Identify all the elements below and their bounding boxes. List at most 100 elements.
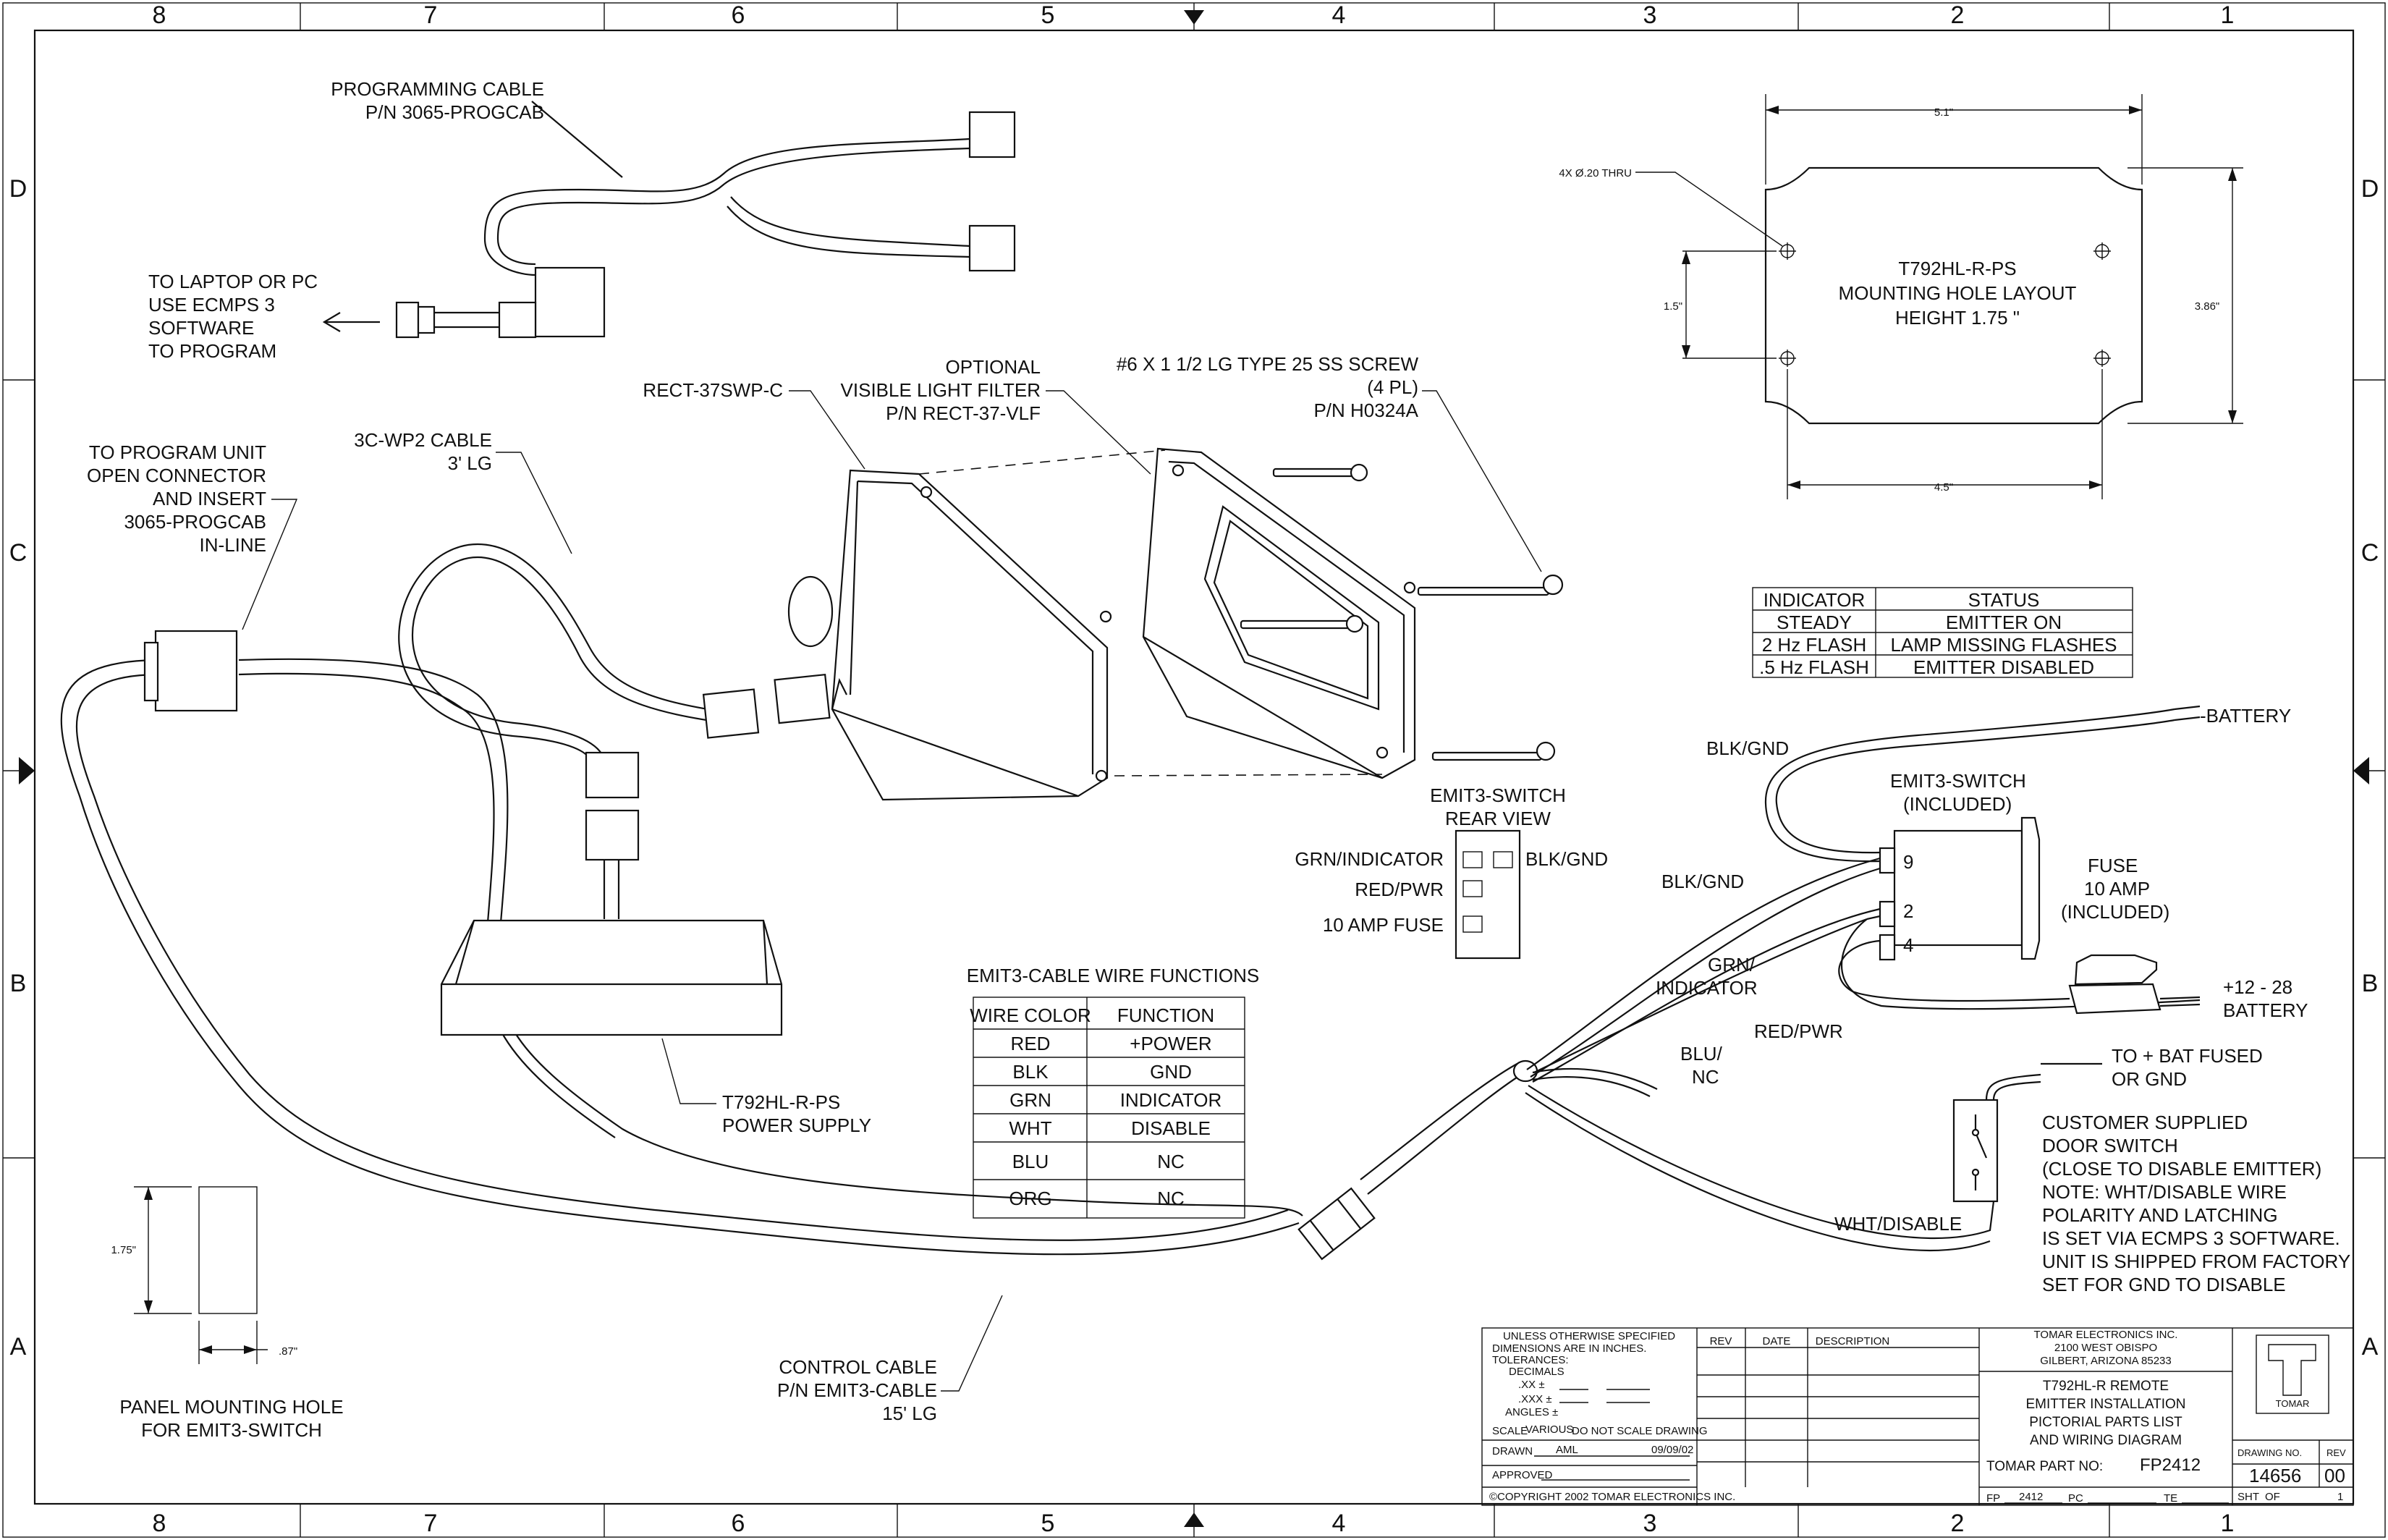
svg-text:TO PROGRAM: TO PROGRAM (148, 340, 276, 362)
svg-text:DIMENSIONS ARE IN INCHES.: DIMENSIONS ARE IN INCHES. (1492, 1342, 1646, 1355)
svg-text:RED/PWR: RED/PWR (1754, 1020, 1843, 1042)
svg-text:UNLESS OTHERWISE SPECIFIED: UNLESS OTHERWISE SPECIFIED (1503, 1330, 1675, 1342)
row-labels: D C B A D C B A (9, 175, 2379, 1361)
zone-label: A (10, 1333, 27, 1361)
power-supply-label: T792HL-R-PS POWER SUPPLY (722, 1091, 871, 1136)
title-block-part: TOMAR PART NO: FP2412 TOMAR DRAWING NO. … (1986, 1398, 2346, 1505)
svg-text:AND WIRING DIAGRAM: AND WIRING DIAGRAM (2030, 1433, 2182, 1448)
svg-text:VARIOUS: VARIOUS (1525, 1423, 1573, 1436)
table-header: WIRE COLOR (970, 1004, 1091, 1026)
svg-text:T792HL-R REMOTE: T792HL-R REMOTE (2043, 1379, 2169, 1394)
svg-text:GILBERT, ARIZONA 85233: GILBERT, ARIZONA 85233 (2040, 1355, 2171, 1367)
svg-text:OPTIONAL: OPTIONAL (946, 356, 1041, 378)
svg-text:5.1": 5.1" (1934, 106, 1953, 119)
svg-text:#6 X 1 1/2 LG TYPE 25 SS SCREW: #6 X 1 1/2 LG TYPE 25 SS SCREW (1117, 353, 1419, 375)
programming-cable-label: PROGRAMMING CABLE P/N 3065-PROGCAB (331, 78, 544, 123)
svg-text:1: 1 (2337, 1491, 2343, 1503)
svg-text:BATTERY: BATTERY (2223, 999, 2308, 1021)
table-header: STATUS (1968, 589, 2040, 611)
mounting-title: T792HL-R-PS MOUNTING HOLE LAYOUT HEIGHT … (1839, 258, 2077, 329)
table-cell: BLU (1012, 1151, 1049, 1172)
svg-text:P/N EMIT3-CABLE: P/N EMIT3-CABLE (777, 1379, 937, 1401)
svg-text:3C-WP2 CABLE: 3C-WP2 CABLE (354, 429, 492, 451)
svg-text:2: 2 (1903, 900, 1913, 922)
svg-text:4: 4 (1903, 934, 1913, 956)
svg-text:09/09/02: 09/09/02 (1651, 1444, 1693, 1456)
svg-text:OR GND: OR GND (2112, 1068, 2187, 1090)
wire-functions-table (973, 997, 1245, 1219)
svg-text:GRN/INDICATOR: GRN/INDICATOR (1295, 848, 1444, 870)
table-cell: BLK (1012, 1061, 1049, 1083)
svg-text:SOFTWARE: SOFTWARE (148, 317, 254, 339)
zone-label: B (10, 970, 27, 997)
svg-text:AND INSERT: AND INSERT (153, 488, 266, 509)
table-title: EMIT3-CABLE WIRE FUNCTIONS (967, 965, 1259, 986)
table-cell: GRN (1009, 1089, 1051, 1111)
table-cell: NC (1157, 1151, 1185, 1172)
svg-text:CUSTOMER SUPPLIED: CUSTOMER SUPPLIED (2042, 1112, 2248, 1133)
wp2-cable (398, 543, 831, 919)
table-cell: +POWER (1130, 1033, 1211, 1054)
svg-text:CONTROL CABLE: CONTROL CABLE (779, 1356, 937, 1378)
svg-text:INDICATOR: INDICATOR (1656, 977, 1758, 999)
zone-label: B (2362, 970, 2379, 997)
svg-text:SET FOR GND TO DISABLE: SET FOR GND TO DISABLE (2042, 1274, 2286, 1295)
svg-text:APPROVED: APPROVED (1492, 1469, 1553, 1481)
svg-text:FP2412: FP2412 (2140, 1455, 2201, 1475)
table-cell: RED (1011, 1033, 1051, 1054)
svg-text:TE: TE (2164, 1492, 2177, 1505)
svg-text:T792HL-R-PS: T792HL-R-PS (1898, 258, 2016, 279)
power-supply (440, 919, 783, 1036)
zone-label: 1 (2221, 1510, 2235, 1537)
svg-text:DRAWN: DRAWN (1492, 1445, 1533, 1458)
svg-text:VISIBLE LIGHT FILTER: VISIBLE LIGHT FILTER (841, 379, 1041, 401)
title-block-tolerance: UNLESS OTHERWISE SPECIFIED DIMENSIONS AR… (1489, 1330, 1735, 1503)
panel-dims: 1.75" .87" (111, 1244, 297, 1358)
svg-text:FP: FP (1986, 1492, 2000, 1505)
program-unit-note: TO PROGRAM UNIT OPEN CONNECTOR AND INSER… (87, 441, 266, 556)
svg-text:PROGRAMMING CABLE: PROGRAMMING CABLE (331, 78, 544, 100)
svg-text:10 AMP: 10 AMP (2084, 878, 2150, 900)
svg-text:-BATTERY: -BATTERY (2200, 705, 2291, 727)
svg-text:3065-PROGCAB: 3065-PROGCAB (124, 511, 266, 533)
programming-cable (322, 101, 1016, 339)
switch-rear-title: EMIT3-SWITCH REAR VIEW (1430, 784, 1566, 829)
zone-label: 6 (732, 1510, 745, 1537)
svg-text:UNIT IS SHIPPED FROM FACTORY: UNIT IS SHIPPED FROM FACTORY (2042, 1251, 2350, 1272)
svg-text:(INCLUDED): (INCLUDED) (2061, 901, 2169, 923)
svg-text:TO LAPTOP OR PC: TO LAPTOP OR PC (148, 271, 318, 292)
svg-text:USE ECMPS 3: USE ECMPS 3 (148, 294, 275, 316)
svg-text:TOMAR ELECTRONICS INC.: TOMAR ELECTRONICS INC. (2034, 1329, 2178, 1341)
svg-text:00: 00 (2324, 1465, 2345, 1486)
wire-functions-text: EMIT3-CABLE WIRE FUNCTIONS WIRE COLOR FU… (967, 965, 1259, 1209)
svg-text:EMIT3-SWITCH: EMIT3-SWITCH (1430, 784, 1566, 806)
svg-text:+12 - 28: +12 - 28 (2223, 976, 2292, 998)
zone-label: 1 (2221, 1, 2235, 29)
svg-text:PANEL MOUNTING HOLE: PANEL MOUNTING HOLE (119, 1396, 343, 1418)
zone-label: 7 (424, 1, 438, 29)
customer-switch-note: CUSTOMER SUPPLIED DOOR SWITCH (CLOSE TO … (2042, 1112, 2350, 1295)
switch-rear-view (1455, 829, 1521, 960)
table-header: FUNCTION (1117, 1004, 1214, 1026)
control-cable (60, 630, 1538, 1261)
zone-label: 8 (153, 1, 166, 29)
laptop-note: TO LAPTOP OR PC USE ECMPS 3 SOFTWARE TO … (148, 271, 318, 362)
zone-label: 8 (153, 1510, 166, 1537)
svg-text:AML: AML (1556, 1444, 1578, 1456)
panel-hole-label: PANEL MOUNTING HOLE FOR EMIT3-SWITCH (119, 1396, 343, 1441)
filter-label: OPTIONAL VISIBLE LIGHT FILTER P/N RECT-3… (841, 356, 1041, 424)
svg-text:PICTORIAL PARTS LIST: PICTORIAL PARTS LIST (2029, 1415, 2182, 1430)
screws (1240, 463, 1564, 761)
svg-text:DO NOT SCALE DRAWING: DO NOT SCALE DRAWING (1572, 1425, 1708, 1437)
svg-text:(4 PL): (4 PL) (1367, 376, 1418, 398)
svg-text:P/N H0324A: P/N H0324A (1313, 399, 1418, 421)
svg-text:DECIMALS: DECIMALS (1509, 1366, 1565, 1378)
status-table-text: INDICATOR STATUS STEADY EMITTER ON 2 Hz … (1759, 589, 2117, 678)
svg-text:TO PROGRAM UNIT: TO PROGRAM UNIT (89, 441, 266, 463)
svg-text:IN-LINE: IN-LINE (200, 534, 266, 556)
table-cell: EMITTER ON (1946, 612, 2062, 633)
svg-text:RED/PWR: RED/PWR (1355, 879, 1444, 900)
mounting-dimensions: 4X Ø.20 THRU 5.1" 4.5" 1.5" 3.86" (1559, 106, 2219, 494)
svg-text:P/N 3065-PROGCAB: P/N 3065-PROGCAB (365, 101, 544, 123)
